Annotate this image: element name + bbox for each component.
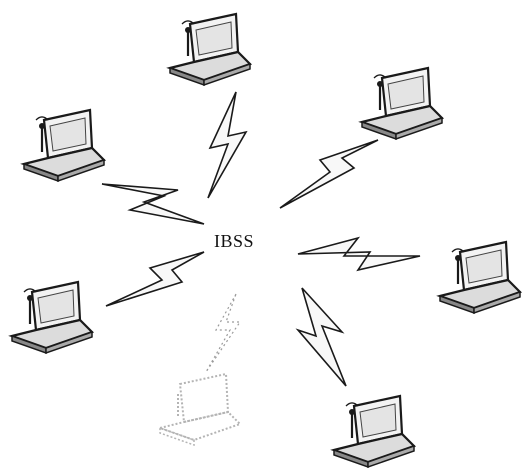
link-bolt-top: [208, 92, 246, 198]
wireless-links: [102, 92, 420, 386]
link-bolt-upper-left: [102, 184, 204, 224]
laptop-icon-upper-right: [362, 68, 442, 139]
ibss-label: IBSS: [214, 231, 254, 252]
link-bolt-lower-left: [106, 252, 204, 306]
link-bolt-upper-right: [280, 140, 378, 208]
laptop-icon-faded: [160, 374, 240, 445]
laptop-icon-lower-left: [12, 282, 92, 353]
link-bolt-right: [298, 238, 420, 270]
laptop-icon-upper-left: [24, 110, 104, 181]
laptop-icon-top: [170, 14, 250, 85]
link-bolt-faded: [206, 294, 240, 372]
link-bolt-bottom: [298, 288, 346, 386]
laptop-icon-right: [440, 242, 520, 313]
laptop-icon-bottom-right: [334, 396, 414, 467]
